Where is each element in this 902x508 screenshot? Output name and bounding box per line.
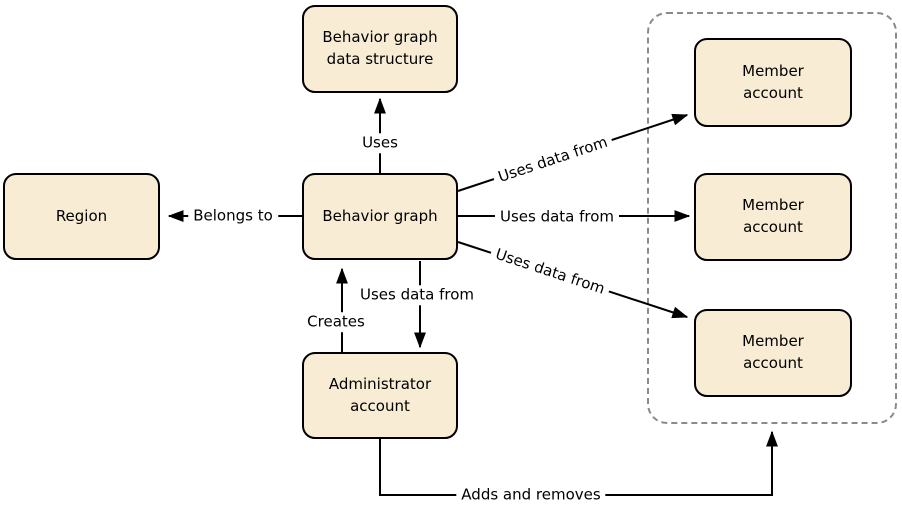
member-accounts-group [647, 12, 897, 424]
node-label: Member account [742, 332, 804, 372]
edge-label-creates: Creates [302, 312, 370, 332]
node-label: Member account [742, 61, 804, 102]
edge-label-belongs-to: Belongs to [188, 206, 278, 226]
edge-label-uses: Uses [357, 133, 403, 153]
edge-label-uses-data-from-middle: Uses data from [494, 207, 620, 227]
node-behavior-graph-data-structure: Behavior graph data structure [302, 5, 458, 93]
node-label: Member account [742, 196, 804, 236]
node-label: Behavior graph data structure [322, 28, 438, 68]
node-administrator-account: Administrator account [302, 352, 458, 439]
node-behavior-graph: Behavior graph [302, 173, 458, 260]
edge-label-adds-and-removes: Adds and removes [456, 485, 606, 505]
edge-label-uses-data-from-admin: Uses data from [354, 285, 480, 305]
node-label: Administrator account [328, 374, 432, 415]
node-label: Region [55, 206, 108, 225]
node-member-account-3: Member account [694, 309, 852, 397]
node-label: Behavior graph [322, 206, 438, 225]
node-member-account-1: Member account [694, 38, 852, 127]
node-region: Region [3, 173, 160, 260]
node-member-account-2: Member account [694, 173, 852, 261]
